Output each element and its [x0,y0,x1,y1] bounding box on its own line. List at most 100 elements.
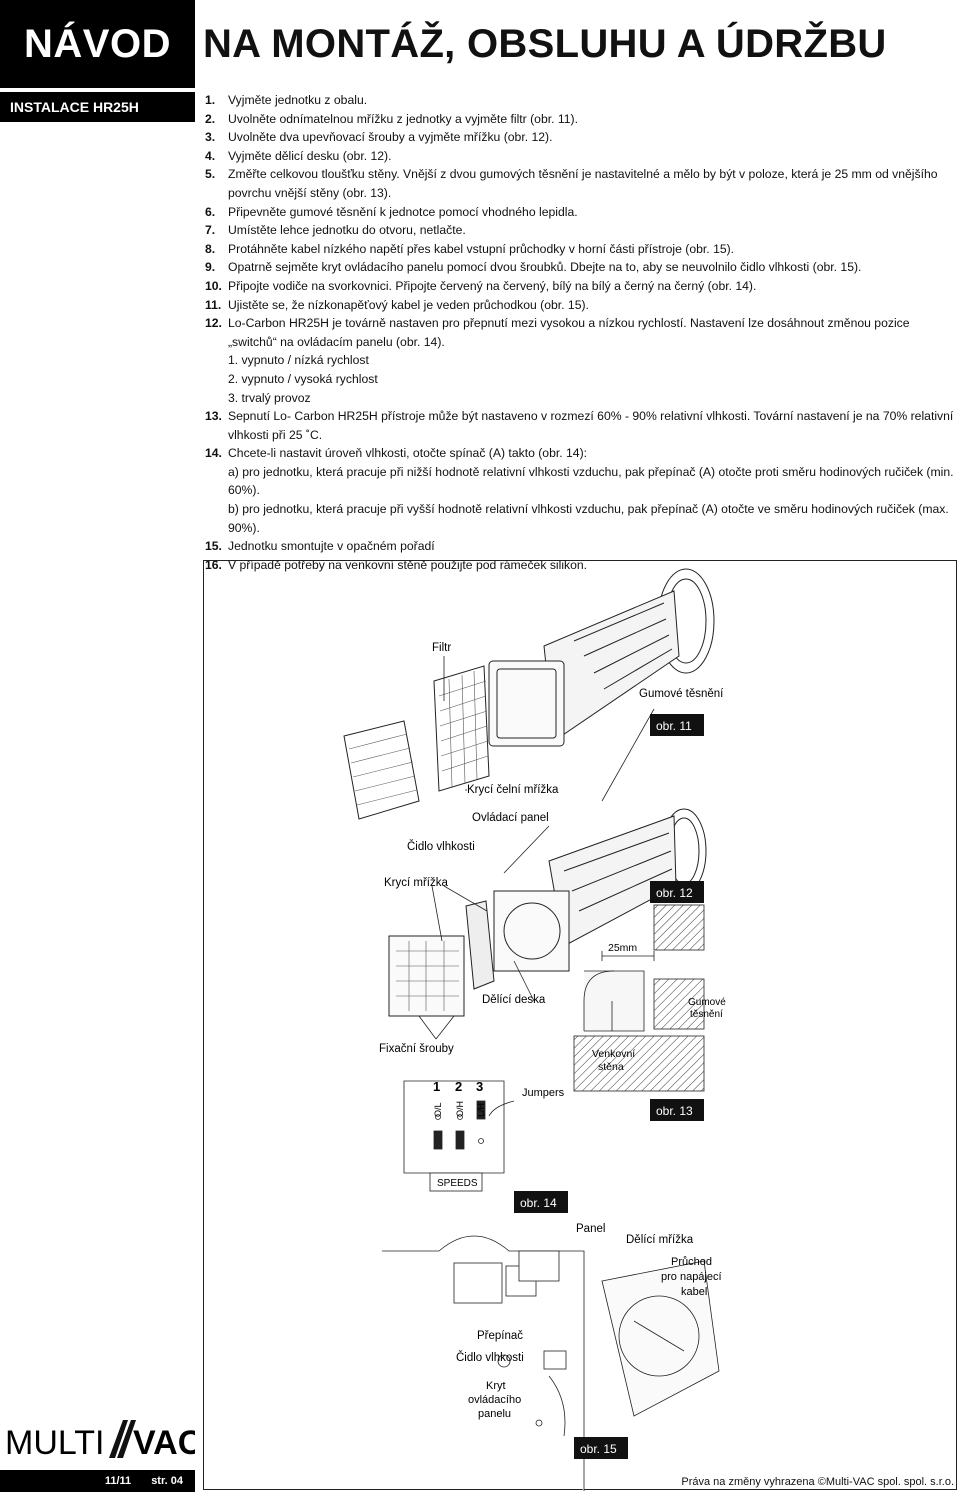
step-text: 2. vypnuto / vysoká rychlost [228,371,378,386]
jumper-3: 3 [476,1079,483,1094]
step-text: V případě potřeby na venkovní stěně použ… [228,557,588,572]
step-item: 16.V případě potřeby na venkovní stěně p… [205,556,955,575]
section-label: INSTALACE HR25H [0,92,195,122]
step-item: 5. Změřte celkovou tloušťku stěny. Vnější… [205,165,955,202]
step-number [205,389,228,408]
label-kryt-a: Kryt [486,1380,506,1392]
step-text: Chcete-li nastavit úroveň vlhkosti, otoč… [228,446,588,461]
label-cidlo-vlhkosti-2: Čidlo vlhkosti [456,1351,524,1364]
label-venkovni-a: Venkovní [592,1048,635,1060]
label-speeds: SPEEDS [437,1178,478,1189]
label-pruchod-a: Průchod [671,1256,712,1268]
step-item: 4. Vyjměte dělicí desku (obr. 12). [205,147,955,166]
step-item: 6.Připevněte gumové těsnění k jednotce p… [205,203,955,222]
label-cidlo-vlhkosti: Čidlo vlhkosti [407,840,475,853]
step-text: b) pro jednotku, která pracuje při vyšší… [228,502,949,535]
step-text: Opatrně sejměte kryt ovládacího panelu p… [228,260,862,275]
step-item: a) pro jednotku, která pracuje při nižší… [205,463,955,500]
installation-diagram: Filtr Gumové těsnění obr. 11 Krycí čelní… [343,568,726,1491]
badge-obr11-bg [650,714,704,736]
step-item: 3. trvalý provoz [205,389,955,408]
badge-obr14-bg [514,1191,568,1213]
step-text: Připojte vodiče na svorkovnici. Připojte… [228,278,757,293]
badge-obr13-bg [650,1099,704,1121]
step-number: 15. [205,539,222,554]
instruction-steps: 1.Vyjměte jednotku z obalu.2. Uvolněte od… [205,91,955,574]
label-fixacni-srouby: Fixační šrouby [379,1043,454,1055]
logo-part1: MULTI [5,1424,104,1462]
step-number: 6. [205,204,216,219]
step-item: 3.Uvolněte dva upevňovací šrouby a vyjmě… [205,128,955,147]
badge-obr13: obr. 13 [656,1104,693,1118]
jumper-label-2: O/H [455,1101,465,1117]
fig12-leaders [418,825,550,1040]
header-badge: NÁVOD [0,0,195,88]
step-item: 7.Umístěte lehce jednotku do otvoru, net… [205,221,955,240]
label-kryt-c: panelu [478,1408,511,1420]
step-number: 1. [205,93,216,107]
badge-obr15-bg [574,1437,628,1459]
step-item: 2. Uvolněte odnímatelnou mřížku z jednotk… [205,110,955,129]
step-text: 3. trvalý provoz [228,390,311,405]
step-text: Uvolněte odnímatelnou mřížku z jednotky … [228,111,578,126]
label-ovladaci-panel: Ovládací panel [472,812,549,824]
step-number [205,370,228,389]
step-item: 1.Vyjměte jednotku z obalu. [205,91,955,110]
label-kryt-b: ovládacího [468,1394,521,1406]
step-text: Uvolněte dva upevňovací šrouby a vyjměte… [228,130,553,145]
figure-panel: Filtr Gumové těsnění obr. 11 Krycí čelní… [203,560,957,1491]
label-gumove-tesneni: Gumové těsnění [639,688,724,700]
step-text: Změřte celkovou tloušťku stěny. Vnější z… [228,167,938,200]
label-delici-deska: Dělící deska [482,994,546,1006]
page-str: str. 04 [151,1475,183,1487]
step-number: 11. [205,297,222,312]
step-text: Vyjměte dělicí desku (obr. 12). [228,148,392,163]
label-jumpers: Jumpers [522,1087,565,1099]
step-number: 5. [205,167,216,182]
step-item: 13.Sepnutí Lo- Carbon HR25H přístroje mů… [205,407,955,444]
step-item: 11.Ujistěte se, že nízkonapěťový kabel j… [205,296,955,315]
badge-obr12-bg [650,881,704,903]
fig11-leaders [443,656,655,802]
logo-part2: VAC [133,1424,195,1462]
label-25mm: 25mm [608,942,637,954]
step-text: Sepnutí Lo- Carbon HR25H přístroje může … [228,409,954,442]
step-text: Jednotku smontujte v opačném pořadí [228,539,435,554]
fig15-panel [382,1235,720,1491]
label-prepinac: Přepínač [477,1330,523,1342]
step-text: 1. vypnuto / nízká rychlost [228,353,369,368]
step-item: 1. vypnuto / nízká rychlost [205,351,955,370]
step-text: Lo-Carbon HR25H je továrně nastaven pro … [228,316,910,349]
step-text: Umístěte lehce jednotku do otvoru, netla… [228,223,466,238]
badge-obr11: obr. 11 [656,719,692,733]
fig14-jumpers [403,1080,515,1192]
step-item: 14. Chcete-li nastavit úroveň vlhkosti, o… [205,444,955,463]
fig12-unit [388,808,707,1017]
label-gumove-tesneni-2a: Gumové [688,997,726,1008]
step-text: a) pro jednotku, která pracuje při nižší… [228,464,954,498]
step-item: b) pro jednotku, která pracuje při vyšší… [205,500,955,537]
step-number: 4. [205,148,216,163]
label-pruchod-b: pro napájecí [661,1271,722,1283]
step-number: 14. [205,446,222,461]
jumper-label-3: L/H [476,1103,486,1117]
fig13-section [573,904,705,1092]
footer-rights: Práva na změny vyhrazena ©Multi-VAC spol… [681,1476,954,1488]
label-delici-mrizka: Dělící mřížka [626,1234,694,1246]
step-item: 15. Jednotku smontujte v opačném pořadí [205,537,955,556]
step-number [205,351,228,370]
step-number: 12. [205,316,222,331]
step-item: 12. Lo-Carbon HR25H je továrně nastaven p… [205,314,955,351]
fig11-unit [343,568,715,820]
label-kryci-mrizka: Krycí mřížka [384,877,448,889]
jumper-2: 2 [455,1079,462,1094]
label-panel: Panel [576,1223,605,1235]
label-gumove-tesneni-2b: těsnění [690,1009,723,1020]
step-number: 2. [205,111,216,126]
label-kryci-celni-mrizka: Krycí čelní mřížka [467,784,559,796]
page-number: 11/11 [104,1475,132,1487]
step-text: Protáhněte kabel nízkého napětí přes kab… [228,241,735,256]
step-item: 10. Připojte vodiče na svorkovnici. Připo… [205,277,955,296]
step-number: 10. [205,278,222,293]
jumper-1: 1 [433,1079,440,1094]
